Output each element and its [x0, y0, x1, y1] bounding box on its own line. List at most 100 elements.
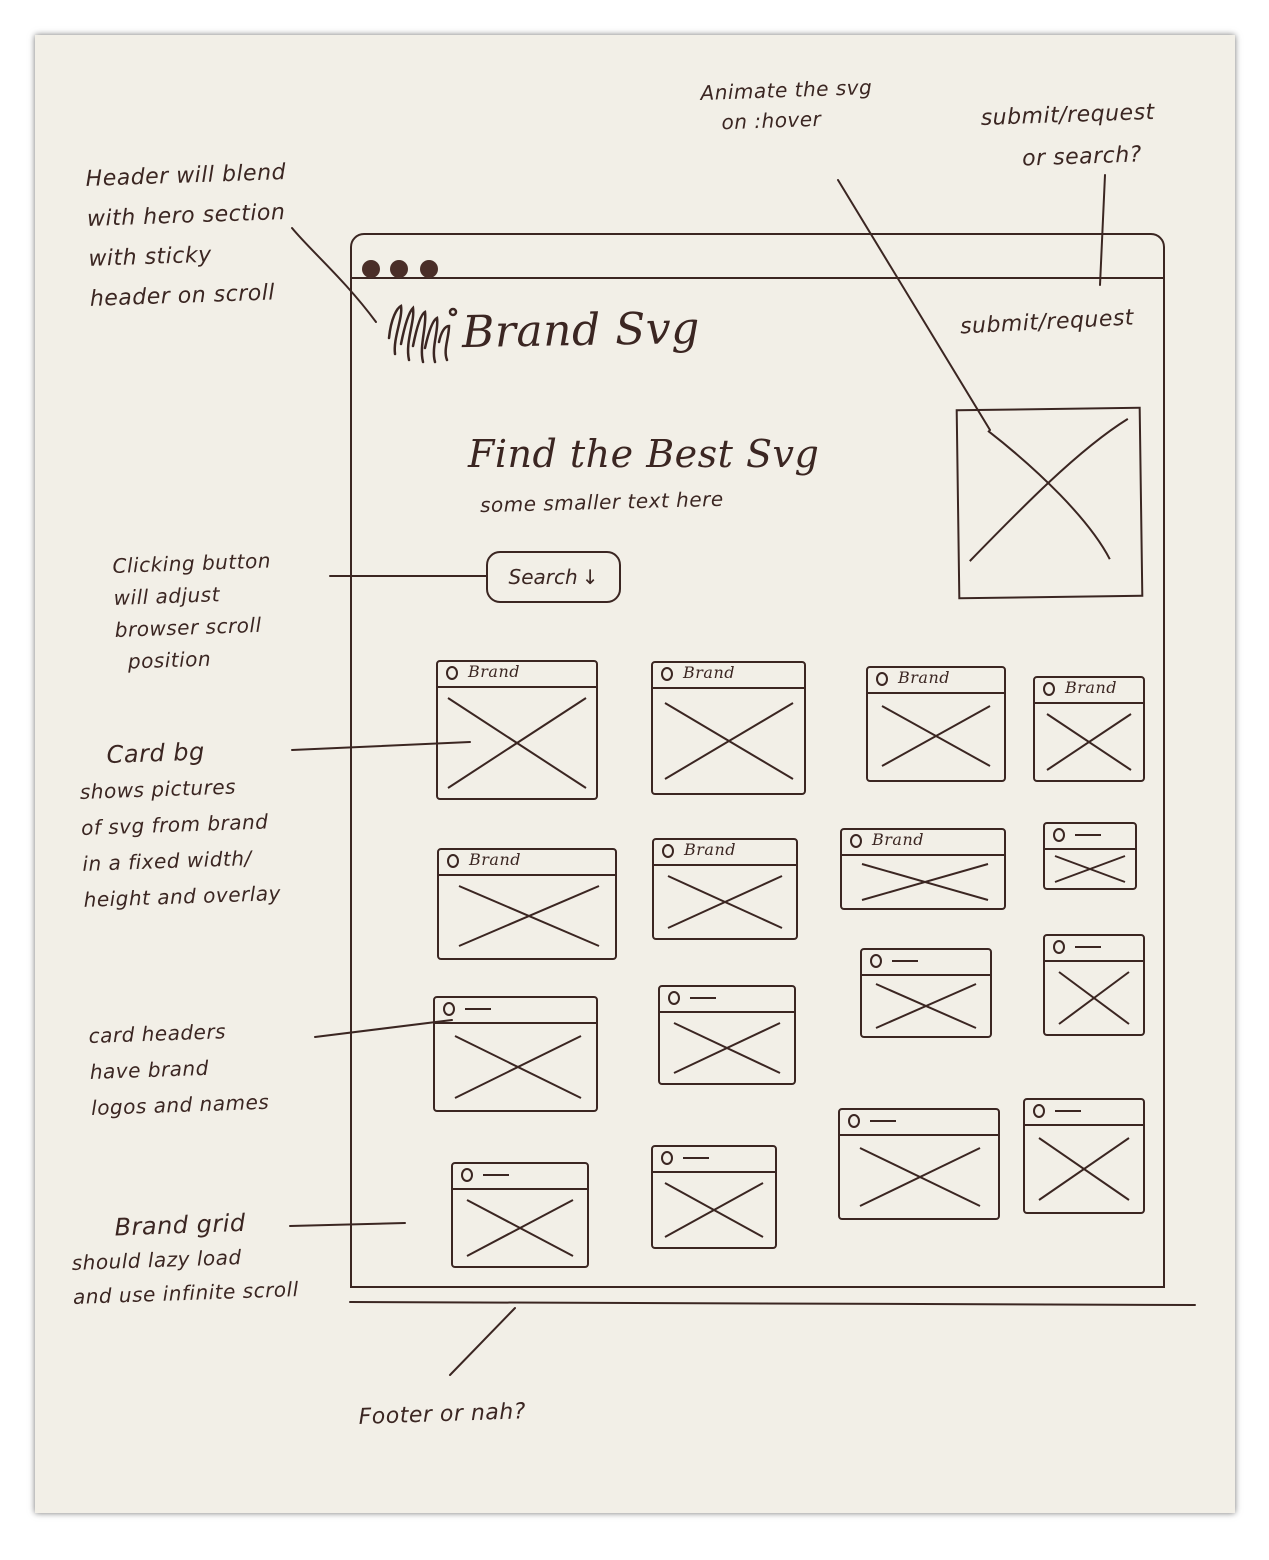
card-brand-name: Brand [872, 830, 924, 849]
card-header [1025, 1100, 1143, 1126]
image-placeholder-icon [447, 697, 587, 789]
brand-logo-icon [1053, 940, 1065, 954]
image-placeholder-icon [875, 983, 977, 1029]
brand-logo-icon [661, 1151, 673, 1165]
brand-logo-icon [443, 1002, 455, 1016]
window-control-icon[interactable] [390, 260, 408, 278]
card-name-placeholder [892, 960, 918, 962]
card-brand-name: Brand [684, 840, 736, 859]
brand-card[interactable] [433, 996, 598, 1112]
footer-leader-line [449, 1307, 516, 1376]
card-name-placeholder [690, 997, 716, 999]
brand-logo-icon [876, 672, 888, 686]
window-control-icon[interactable] [362, 260, 380, 278]
note-footer: Footer or nah? [358, 1399, 527, 1430]
sketch-paper [35, 35, 1235, 1513]
submit-leader-line [1099, 174, 1106, 286]
brand-logo-icon [662, 844, 674, 858]
brand-card[interactable]: Brand [437, 848, 617, 960]
card-header: Brand [842, 830, 1004, 856]
brand-card[interactable] [1023, 1098, 1145, 1214]
card-name-placeholder [1055, 1110, 1081, 1112]
browser-title-bar [352, 235, 1163, 279]
brand-logo-icon [850, 834, 862, 848]
card-name-placeholder [483, 1174, 509, 1176]
header-leader-line [291, 227, 377, 323]
window-control-icon[interactable] [420, 260, 438, 278]
note-card-headers: card headers have brand logos and names [88, 1019, 270, 1120]
browser-window [350, 233, 1165, 1288]
image-placeholder-icon [1058, 971, 1130, 1025]
card-brand-name: Brand [1065, 678, 1117, 697]
brand-card[interactable]: Brand [1033, 676, 1145, 782]
brand-card[interactable] [860, 948, 992, 1038]
image-placeholder-icon [664, 702, 794, 780]
hero-svg-placeholder[interactable] [955, 406, 1144, 600]
card-headers-leader-line [314, 1019, 453, 1038]
image-placeholder-icon [969, 418, 1129, 562]
brand-logo-icon [447, 854, 459, 868]
card-brand-name: Brand [469, 850, 521, 869]
brand-logo-icon [870, 954, 882, 968]
card-bg-leader-line [291, 741, 471, 751]
brand-logo-icon [668, 991, 680, 1005]
card-name-placeholder [1075, 946, 1101, 948]
brand-card[interactable] [451, 1162, 589, 1268]
image-placeholder-icon [664, 1182, 764, 1238]
brand-card[interactable]: Brand [840, 828, 1006, 910]
card-header [862, 950, 990, 976]
card-name-placeholder [1075, 834, 1101, 836]
arrow-down-icon: ↓ [581, 565, 599, 589]
card-brand-name: Brand [683, 663, 735, 682]
brand-card[interactable]: Brand [651, 661, 806, 795]
image-placeholder-icon [861, 863, 989, 901]
hero-title: Find the Best Svg [468, 432, 820, 476]
image-placeholder-icon [466, 1199, 574, 1257]
card-header [453, 1164, 587, 1190]
brand-card[interactable]: Brand [866, 666, 1006, 782]
image-placeholder-icon [881, 705, 991, 767]
card-header: Brand [868, 668, 1004, 694]
card-brand-name: Brand [468, 662, 520, 681]
brand-grid-leader-line [289, 1222, 406, 1227]
image-placeholder-icon [667, 875, 783, 929]
note-brand-grid: Brand grid should lazy load and use infi… [71, 1208, 300, 1309]
brand-card[interactable]: Brand [652, 838, 798, 940]
image-placeholder-icon [673, 1022, 781, 1074]
card-header [1045, 936, 1143, 962]
image-placeholder-icon [1038, 1137, 1130, 1201]
logo-text[interactable]: Brand Svg [461, 302, 701, 359]
brand-card[interactable] [1043, 822, 1137, 890]
brand-logo-icon [1043, 682, 1055, 696]
card-header [660, 987, 794, 1013]
card-name-placeholder [683, 1157, 709, 1159]
card-brand-name: Brand [898, 668, 950, 687]
card-header: Brand [439, 850, 615, 876]
brand-card[interactable] [658, 985, 796, 1085]
card-header [840, 1110, 998, 1136]
brand-logo-icon [446, 666, 458, 680]
card-header [653, 1147, 775, 1173]
brand-logo-icon [661, 667, 673, 681]
brand-logo-icon[interactable] [383, 298, 461, 368]
image-placeholder-icon [859, 1147, 981, 1207]
note-clicking: Clicking button will adjust browser scro… [112, 548, 272, 674]
search-button[interactable]: Search ↓ [486, 551, 621, 603]
brand-card[interactable] [651, 1145, 777, 1249]
card-header: Brand [653, 663, 804, 689]
search-button-label: Search [508, 565, 578, 589]
brand-logo-icon [848, 1114, 860, 1128]
card-header: Brand [438, 662, 596, 688]
card-header [435, 998, 596, 1024]
brand-logo-icon [1053, 828, 1065, 842]
card-header: Brand [654, 840, 796, 866]
brand-card[interactable] [1043, 934, 1145, 1036]
note-header: Header will blend with hero section with… [85, 160, 287, 312]
card-header: Brand [1035, 678, 1143, 704]
image-placeholder-icon [1054, 855, 1126, 883]
card-header [1045, 824, 1135, 850]
brand-card[interactable]: Brand [436, 660, 598, 800]
brand-card[interactable] [838, 1108, 1000, 1220]
note-animate: Animate the svg on :hover [700, 75, 873, 135]
